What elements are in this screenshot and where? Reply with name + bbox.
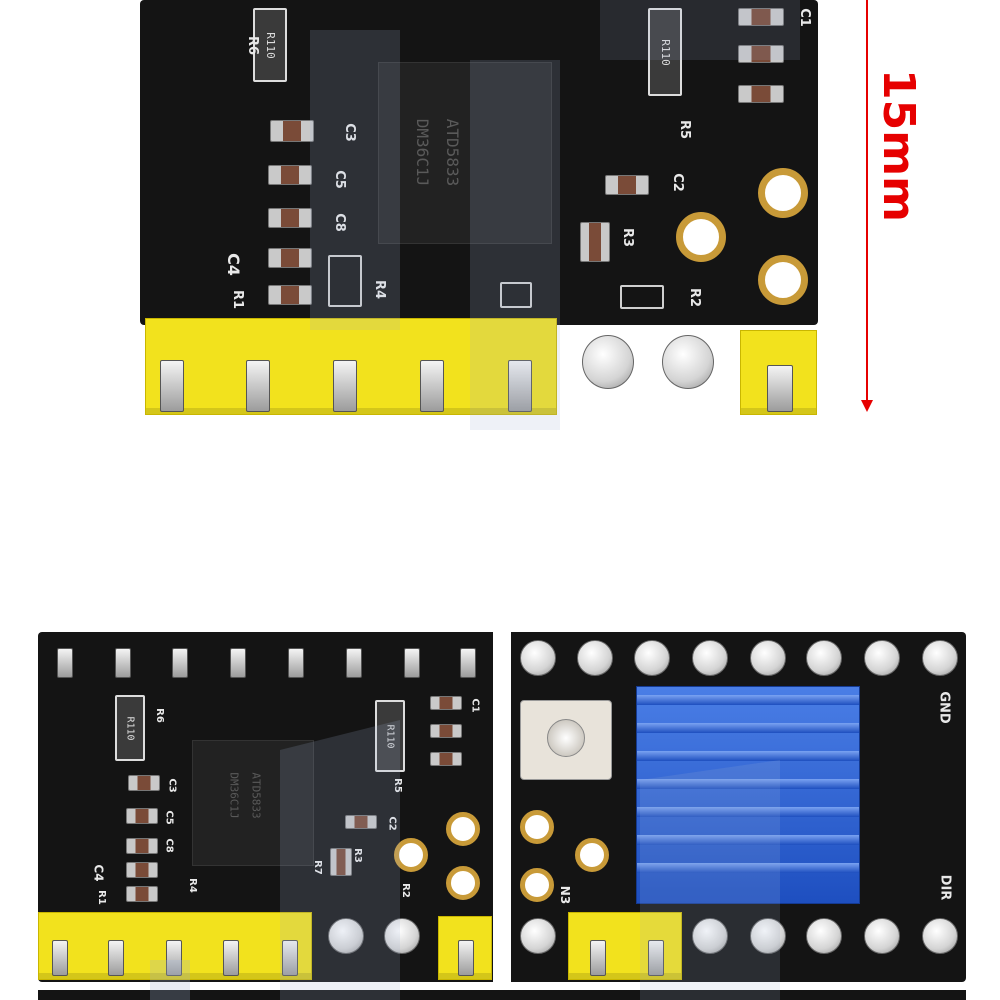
top-resistor-left: R110	[253, 8, 287, 82]
bottom-hole-4	[520, 810, 554, 844]
bottom-pin-7	[590, 940, 606, 976]
top-pad-round-1	[582, 335, 634, 389]
heatsink-fin-6	[637, 835, 859, 845]
bottom-top-pad-7	[864, 640, 900, 676]
bottom-pad-6	[806, 918, 842, 954]
top-outline-1	[328, 255, 362, 307]
top-pin-1	[160, 360, 184, 412]
heatsink-fin-5	[637, 807, 859, 817]
top-cap-7	[580, 222, 610, 262]
top-outline-2	[500, 282, 532, 308]
top-cap-6	[605, 175, 649, 195]
bottom-top-pin-4	[230, 648, 246, 678]
bottom-cap-6	[430, 696, 462, 710]
bottom-cap-9	[345, 815, 377, 829]
top-cap-4	[268, 248, 312, 268]
bottom-cap-7	[430, 724, 462, 738]
bottom-pin-2	[108, 940, 124, 976]
bottom-top-pad-6	[806, 640, 842, 676]
top-pin-3	[333, 360, 357, 412]
heatsink-fin-1	[637, 695, 859, 705]
bottom-hole-3	[446, 866, 480, 900]
bottom-cap-5	[126, 886, 158, 902]
top-resistor-right: R110	[648, 8, 682, 96]
bottom-pin-5	[282, 940, 298, 976]
top-chip: ATD5833 DM36C1J	[378, 62, 552, 244]
bottom-cap-3	[126, 838, 158, 854]
heatsink-fin-2	[637, 723, 859, 733]
bottom-pad-8	[922, 918, 958, 954]
heatsink-fin-3	[637, 751, 859, 761]
bottom-board-next	[38, 990, 966, 1000]
bottom-hole-6	[520, 868, 554, 902]
heatsink	[636, 686, 860, 904]
bottom-pin-3	[166, 940, 182, 976]
bottom-top-pad-4	[692, 640, 728, 676]
bottom-cap-4	[126, 862, 158, 878]
top-pin-4	[420, 360, 444, 412]
top-cap-2	[268, 165, 312, 185]
top-hole-1	[758, 168, 808, 218]
bottom-top-pin-1	[57, 648, 73, 678]
top-cap-3	[268, 208, 312, 228]
bottom-chip: ATD5833 DM36C1J	[192, 740, 314, 866]
heatsink-fin-4	[637, 779, 859, 789]
bottom-top-pad-8	[922, 640, 958, 676]
bottom-top-pad-3	[634, 640, 670, 676]
bottom-pad-5	[750, 918, 786, 954]
bottom-resistor-left: R110	[115, 695, 145, 761]
bottom-pin-6	[458, 940, 474, 976]
bottom-top-pin-6	[346, 648, 362, 678]
bottom-pin-4	[223, 940, 239, 976]
top-pin-5	[508, 360, 532, 412]
top-cap-1	[270, 120, 314, 142]
bottom-pad-7	[864, 918, 900, 954]
top-cap-8	[738, 8, 784, 26]
bottom-pad-2	[384, 918, 420, 954]
bottom-hole-2	[394, 838, 428, 872]
top-pin-6	[767, 365, 793, 412]
bottom-cap-2	[126, 808, 158, 824]
bottom-cap-1	[128, 775, 160, 791]
bottom-top-pin-8	[460, 648, 476, 678]
top-cap-5	[268, 285, 312, 305]
bottom-top-pin-2	[115, 648, 131, 678]
bottom-pad-4	[692, 918, 728, 954]
top-hole-3	[758, 255, 808, 305]
bottom-pin-8	[648, 940, 664, 976]
bottom-cap-10	[330, 848, 352, 876]
bottom-hole-1	[446, 812, 480, 846]
bottom-top-pin-5	[288, 648, 304, 678]
bottom-top-pad-1	[520, 640, 556, 676]
top-hole-2	[676, 212, 726, 262]
dimension-arrow	[861, 0, 873, 412]
heatsink-fin-7	[637, 863, 859, 873]
bottom-cap-8	[430, 752, 462, 766]
potentiometer-dial	[547, 719, 585, 757]
bottom-pad-1	[328, 918, 364, 954]
bottom-resistor-right: R110	[375, 700, 405, 772]
top-cap-9	[738, 45, 784, 63]
top-pin-2	[246, 360, 270, 412]
top-cap-10	[738, 85, 784, 103]
top-outline-3	[620, 285, 664, 309]
bottom-top-pin-3	[172, 648, 188, 678]
top-pad-round-2	[662, 335, 714, 389]
bottom-pad-3	[520, 918, 556, 954]
bottom-pin-1	[52, 940, 68, 976]
bottom-top-pad-5	[750, 640, 786, 676]
bottom-top-pad-2	[577, 640, 613, 676]
bottom-top-pin-7	[404, 648, 420, 678]
board-split	[493, 632, 511, 982]
potentiometer	[520, 700, 612, 780]
bottom-hole-5	[575, 838, 609, 872]
